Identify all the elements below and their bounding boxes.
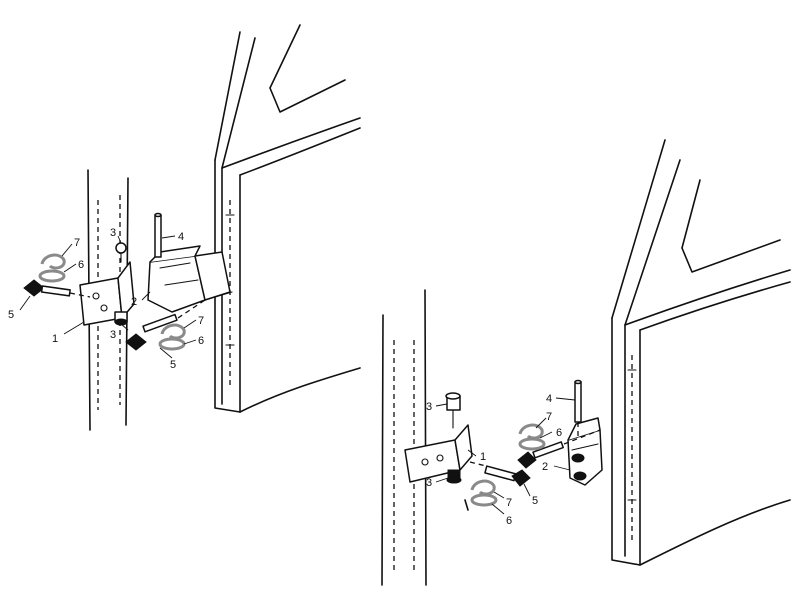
left-washer-part-6-lower [158,337,186,351]
left-bolt-part-5-lower [125,299,206,351]
left-door-panel [214,24,361,413]
left-cap-part-3-lower [114,311,128,326]
left-callout-6-upper: 6 [78,259,84,271]
left-callout-3-upper: 3 [110,227,116,239]
right-door-pillar [381,289,469,586]
right-callout-6-upper: 6 [556,427,562,439]
left-bolt-part-5-upper [23,279,91,298]
left-hinge-leaf-part-1 [79,261,135,326]
right-callout-7-upper: 7 [546,411,552,423]
left-washer-part-7-lower [160,323,186,340]
right-callout-2: 2 [542,461,548,473]
left-callout-1: 1 [52,333,58,345]
right-callout-6-lower: 6 [506,515,512,527]
right-cap-part-3-lower [446,469,462,484]
right-callout-3-upper: 3 [426,401,432,413]
left-callout-2: 2 [131,296,137,308]
right-callout-5: 5 [532,495,538,507]
right-washer-part-6-lower [470,493,498,507]
left-callout-7-upper: 7 [74,237,80,249]
right-cap-part-3-upper [445,392,461,429]
right-door-panel [611,139,791,566]
right-hinge-leaf-part-1 [404,424,473,483]
right-hinge-pin-part-4 [574,379,582,440]
left-washer-part-6-upper [38,269,66,283]
left-callout-5-upper: 5 [8,309,14,321]
right-washer-part-7-upper [518,423,544,440]
left-callout-4: 4 [178,231,184,243]
left-hinge-assembly: 1 2 3 3 4 5 5 6 6 7 7 [8,24,361,431]
right-callout-7-lower: 7 [506,497,512,509]
right-hinge-bracket-part-2 [567,417,603,486]
right-callout-4: 4 [546,393,552,405]
left-callout-5-lower: 5 [170,359,176,371]
right-hinge-assembly: 1 2 3 3 4 5 6 6 7 7 [381,139,791,586]
left-washer-part-7-upper [40,253,66,270]
right-washer-part-7-lower [470,479,496,496]
left-cap-part-3-upper [115,242,127,263]
right-callout-1: 1 [480,451,486,463]
left-hinge-pin-part-4 [154,212,162,258]
left-callout-6-lower: 6 [198,335,204,347]
right-bolt-part-5-lower [469,461,531,487]
right-bolt-part-5-upper [517,429,601,469]
left-callout-3-lower: 3 [110,329,116,341]
left-callout-7-lower: 7 [198,315,204,327]
right-washer-part-6-upper [518,437,546,451]
right-callout-3-lower: 3 [426,477,432,489]
left-hinge-bracket-part-2 [147,245,233,313]
